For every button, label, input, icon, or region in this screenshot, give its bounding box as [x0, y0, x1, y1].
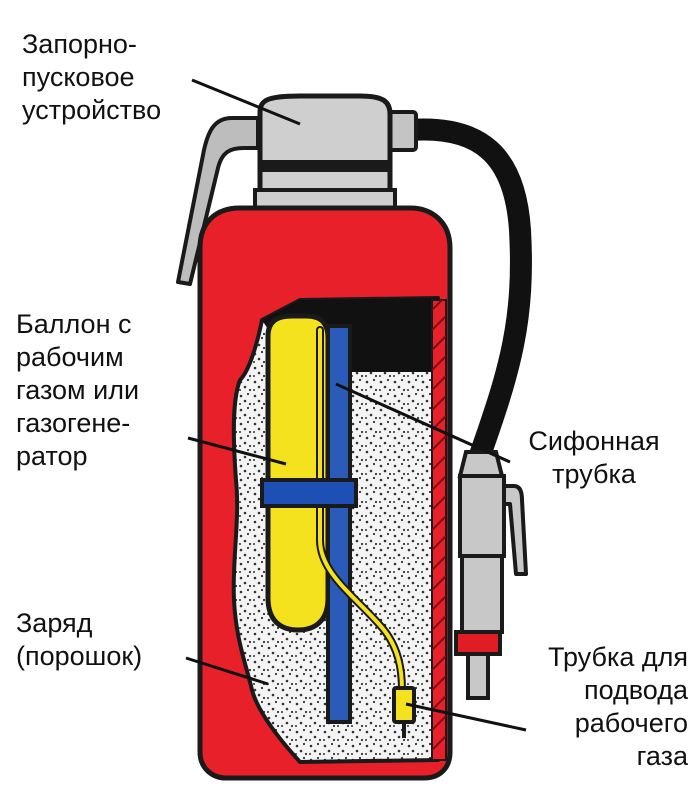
label-line: устройство — [22, 95, 162, 125]
label-powder-charge: Заряд (порошок) — [16, 607, 142, 673]
label-siphon-tube: Сифонная трубка — [500, 425, 688, 491]
label-line: Баллон с — [16, 309, 132, 339]
label-line: рабочего — [574, 708, 688, 738]
siphon-tube — [326, 324, 352, 724]
label-line: Сифонная — [528, 426, 660, 456]
nozzle — [454, 450, 528, 700]
hose — [399, 118, 532, 466]
label-line: газом или — [16, 375, 140, 405]
body-wall-section — [431, 299, 447, 761]
label-gas-cylinder: Баллон с рабочим газом или газогене- рат… — [16, 308, 139, 473]
clamp-band — [260, 478, 358, 508]
label-line: ратор — [16, 441, 88, 471]
label-line: Запорно- — [22, 29, 137, 59]
label-line: газогене- — [16, 408, 131, 438]
leader-cylinder — [187, 436, 287, 466]
label-line: Трубка для — [547, 642, 688, 672]
valve-cap — [253, 93, 418, 212]
gas-supply-tube — [316, 326, 416, 738]
label-gas-supply-tube: Трубка для подвода рабочего газа — [490, 641, 688, 773]
leader-lines — [185, 78, 527, 732]
leader-charge — [185, 656, 269, 686]
label-line: (порошок) — [16, 641, 143, 671]
leader-gas-tube — [405, 702, 527, 732]
label-line: рабочим — [16, 342, 124, 372]
label-line: газа — [636, 741, 688, 771]
leader-valve — [191, 78, 301, 126]
label-line: Заряд — [16, 608, 93, 638]
label-line: подвода — [583, 675, 688, 705]
label-valve-assembly: Запорно- пусковое устройство — [22, 28, 161, 127]
leader-siphon — [335, 382, 511, 464]
label-line: трубка — [552, 459, 636, 489]
label-line: пусковое — [22, 62, 135, 92]
